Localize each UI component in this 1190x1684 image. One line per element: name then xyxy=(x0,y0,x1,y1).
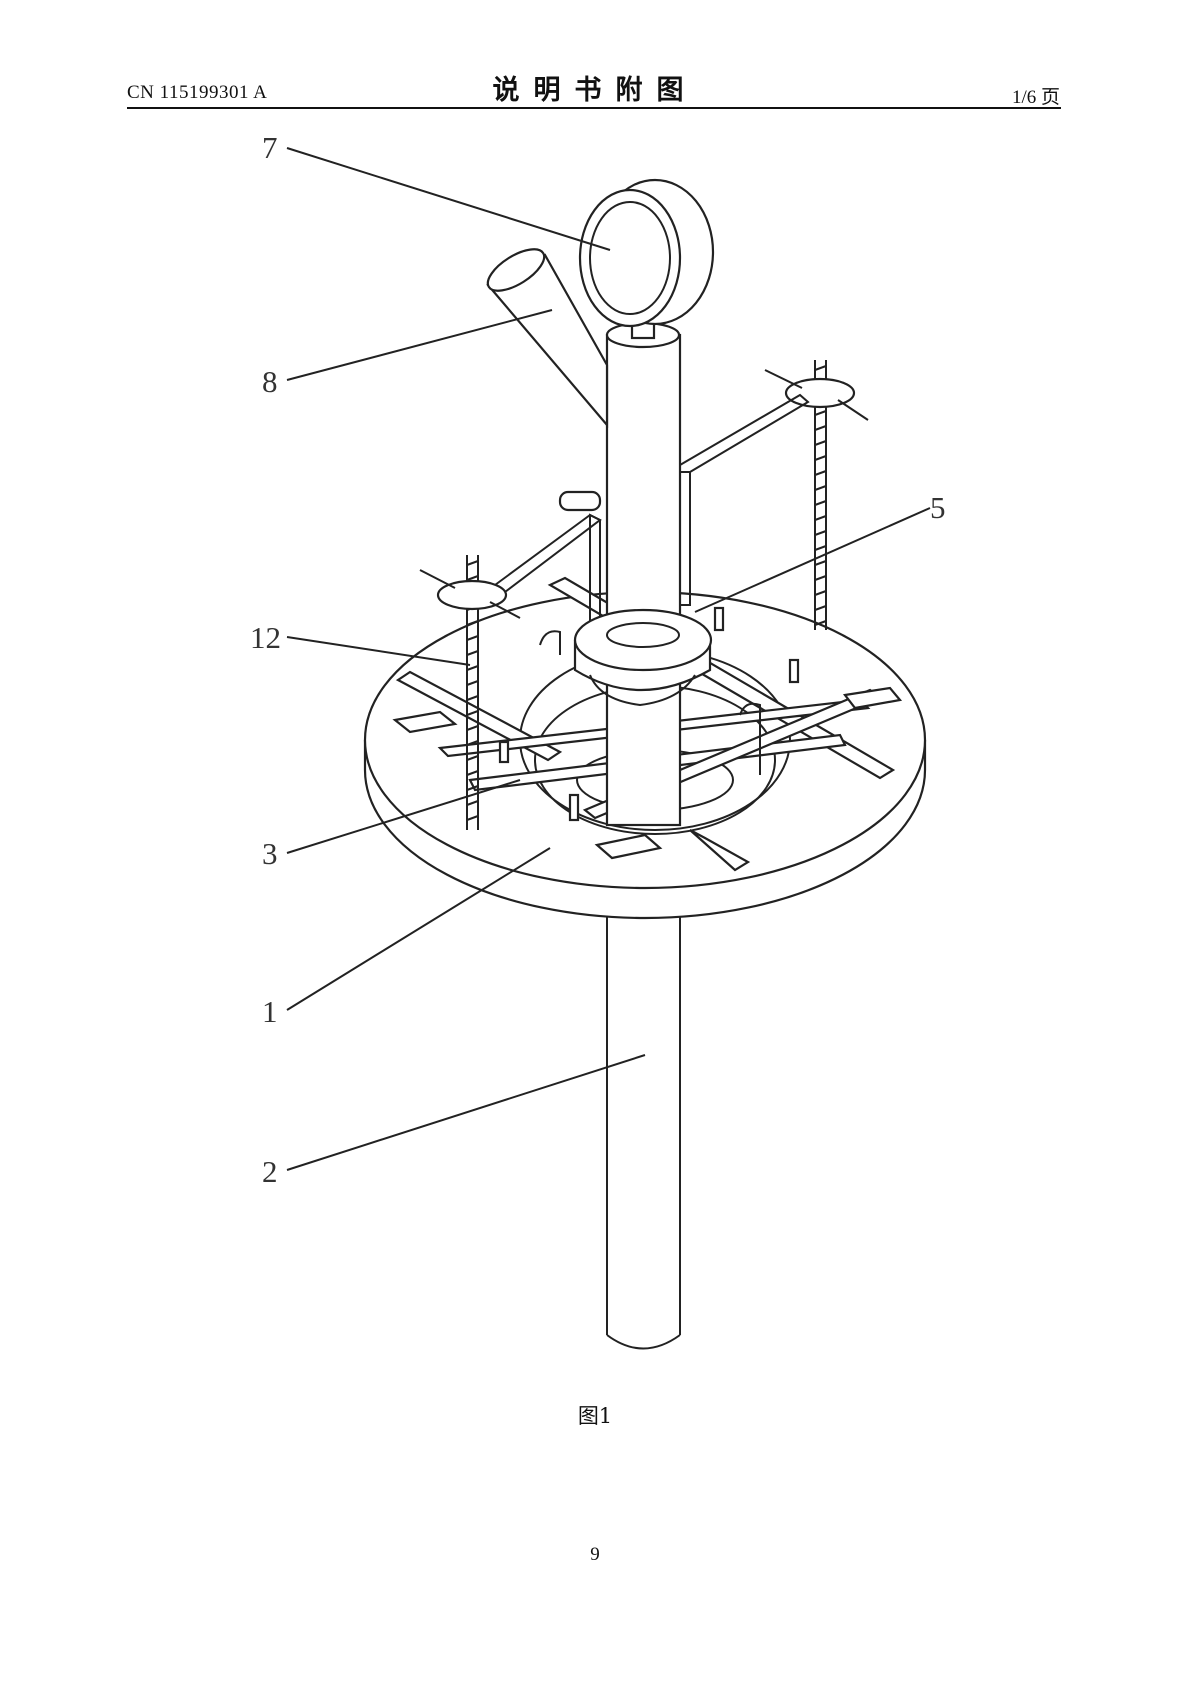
label-5: 5 xyxy=(930,490,946,525)
pressure-gauge xyxy=(578,178,715,340)
figure-caption: 图1 xyxy=(577,1404,613,1428)
label-8: 8 xyxy=(262,364,278,399)
label-1: 1 xyxy=(262,994,278,1029)
label-12: 12 xyxy=(250,620,281,655)
page-number: 9 xyxy=(590,1544,600,1565)
page-indicator: 1/6 页 xyxy=(1011,87,1060,108)
lower-pipe xyxy=(606,900,681,1350)
collar xyxy=(573,608,713,707)
patent-figure-drawing: 7 8 5 12 3 1 2 xyxy=(250,130,946,1350)
label-2: 2 xyxy=(262,1154,278,1189)
threaded-rod-right xyxy=(764,360,869,630)
header-rule xyxy=(127,107,1061,109)
label-3: 3 xyxy=(262,836,278,871)
angled-inlet xyxy=(486,248,609,428)
threaded-rod-left xyxy=(419,555,521,830)
publication-number: CN 115199301 A xyxy=(127,82,268,103)
leader-lines xyxy=(286,147,931,1171)
label-7: 7 xyxy=(262,130,278,165)
page-title: 说明书附图 xyxy=(492,75,698,106)
upper-pipe xyxy=(605,321,682,827)
